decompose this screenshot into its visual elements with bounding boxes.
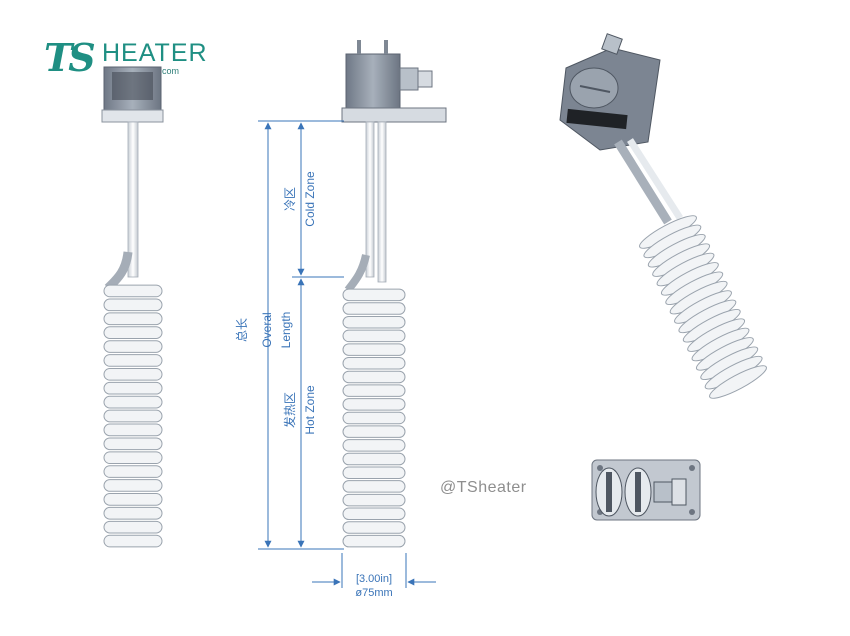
- bolt-hole-1: [597, 465, 603, 471]
- coil-turn: [342, 493, 406, 507]
- diameter-mm-label: ø75mm: [355, 587, 392, 599]
- coil-turn: [342, 411, 406, 425]
- coil-turn: [103, 340, 163, 353]
- coil-turn: [103, 534, 163, 548]
- coil-turn: [342, 329, 406, 343]
- hot-zone-cn-label: 发热区: [282, 392, 297, 428]
- coil-turn: [342, 357, 406, 370]
- coil-turn-iso: [709, 365, 767, 399]
- terminal-slot-2: [635, 472, 641, 512]
- terminal-post-1: [357, 40, 361, 54]
- mounting-flange-side: [341, 107, 447, 123]
- coil-turn: [342, 343, 406, 356]
- coil-turn: [342, 452, 406, 466]
- bolt-hole-4: [689, 509, 695, 515]
- tube-bend: [104, 251, 133, 292]
- coil-turn: [103, 367, 163, 381]
- coil-turn: [103, 298, 163, 312]
- coil-turn: [342, 521, 406, 534]
- cable-gland-nut: [417, 70, 433, 88]
- tube-bend-side: [344, 254, 370, 293]
- coil-turn: [342, 425, 406, 438]
- bolt-hole-2: [689, 465, 695, 471]
- cold-zone-tube: [127, 121, 139, 278]
- coil-turn: [103, 423, 163, 437]
- terminal-box-side: [345, 53, 401, 111]
- front-view-heater: [101, 66, 164, 548]
- watermark: @TSheater: [440, 479, 527, 496]
- box-band-iso: [566, 108, 628, 130]
- coil-turn: [103, 326, 163, 339]
- overall-en-label-2: Length: [279, 312, 293, 349]
- coil-turn: [103, 451, 163, 465]
- coil-turn: [342, 302, 406, 315]
- diameter-in-label: [3.00in]: [356, 573, 392, 585]
- cold-tube-iso-b: [627, 138, 683, 220]
- logo-mark: TS: [44, 35, 96, 80]
- coil-turn: [342, 439, 406, 452]
- logo-wordmark: HEATER: [102, 39, 208, 67]
- overall-cn-label: 总长: [235, 318, 249, 342]
- heating-coil-side: [342, 288, 406, 548]
- nameplate: [112, 72, 153, 100]
- terminal-slot-1: [606, 472, 612, 512]
- coil-turn: [103, 520, 163, 534]
- cable-gland-body: [399, 67, 419, 91]
- coil-turn: [103, 493, 163, 506]
- isometric-view-heater: [559, 33, 767, 399]
- dimension-lines: [258, 120, 436, 588]
- coil-turn: [342, 507, 406, 521]
- side-view-heater: [341, 40, 447, 548]
- coil-turn: [103, 354, 163, 367]
- coil-turn: [103, 409, 163, 423]
- coil-turn: [342, 370, 406, 384]
- heating-coil-iso: [639, 215, 767, 399]
- overall-en-label-1: Overal: [260, 312, 274, 347]
- coil-turn: [103, 381, 163, 395]
- gland-top-nut: [671, 478, 687, 506]
- mounting-flange: [101, 109, 164, 123]
- cable-gland-iso: [601, 33, 623, 55]
- coil-turn: [342, 466, 406, 479]
- cover-screw-slot: [579, 85, 611, 93]
- top-view-heater: [591, 459, 701, 521]
- cold-zone-cn-label: 冷区: [283, 187, 297, 211]
- coil-turn: [103, 284, 163, 298]
- coil-turn: [103, 395, 163, 409]
- coil-turn: [103, 506, 163, 520]
- heating-coil: [103, 284, 163, 548]
- coil-turn: [342, 534, 406, 548]
- coil-turn: [103, 437, 163, 451]
- coil-turn: [103, 479, 163, 492]
- terminal-post-2: [384, 40, 388, 54]
- coil-turn: [342, 315, 406, 329]
- dimension-labels: 冷区 Cold Zone 总长 Overal Length 发热区 Hot Zo…: [235, 171, 393, 599]
- gland-top-body: [653, 481, 673, 503]
- coil-turn: [342, 384, 406, 397]
- cold-tube-iso-a: [614, 139, 672, 225]
- coil-turn: [103, 465, 163, 478]
- coil-turn: [342, 288, 406, 302]
- cold-tube-b: [377, 121, 387, 283]
- coil-turn: [342, 398, 406, 411]
- hot-zone-en-label: Hot Zone: [303, 385, 317, 435]
- coil-turn: [103, 312, 163, 326]
- coil-turn: [342, 480, 406, 493]
- cold-zone-en-label: Cold Zone: [303, 171, 317, 227]
- cold-tube-a: [365, 121, 375, 278]
